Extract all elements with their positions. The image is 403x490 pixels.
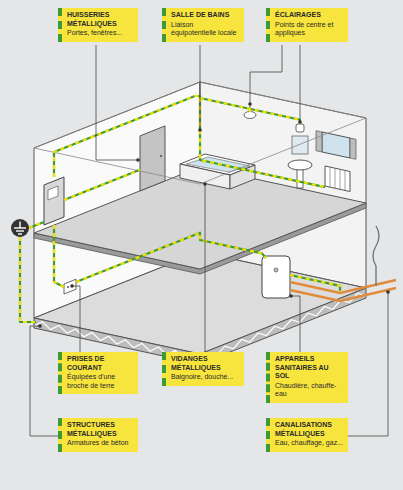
radiator bbox=[325, 166, 350, 192]
leader-line bbox=[250, 45, 282, 104]
leader-dot bbox=[298, 120, 302, 124]
callout-text: Points de centre et appliques bbox=[275, 21, 344, 38]
leader-dot bbox=[198, 128, 202, 132]
leader-dot bbox=[136, 158, 140, 162]
callout-title: ÉCLAIRAGES bbox=[275, 11, 344, 20]
callout-title: HUISSERIES MÉTALLIQUES bbox=[67, 11, 134, 28]
power-outlet bbox=[64, 279, 76, 294]
callout-title: VIDANGES MÉTALLIQUES bbox=[171, 355, 240, 372]
earth-symbol-bar bbox=[14, 227, 26, 228]
callout-title: PRISES DE COURANT bbox=[67, 355, 134, 372]
wall-light bbox=[296, 124, 304, 132]
leader-dots bbox=[38, 102, 390, 328]
ceiling-lamp bbox=[244, 112, 256, 119]
callout-box: SALLE DE BAINSLiaison équipotentielle lo… bbox=[162, 8, 244, 42]
earth-symbol-bar bbox=[16, 230, 24, 231]
leader-dot bbox=[203, 182, 207, 186]
leader-dot bbox=[248, 102, 252, 106]
leader-dot bbox=[38, 324, 42, 328]
leader-line bbox=[205, 184, 206, 356]
earth-symbol-bar bbox=[18, 233, 22, 234]
leader-dot bbox=[289, 294, 293, 298]
callout-box: CANALISATIONS MÉTALLIQUESEau, chauffage,… bbox=[266, 418, 348, 452]
leader-dot bbox=[70, 284, 74, 288]
callout-box: VIDANGES MÉTALLIQUESBaignoire, douche... bbox=[162, 352, 244, 386]
outlet-pin bbox=[67, 286, 69, 288]
earth-wire bbox=[20, 96, 340, 322]
washbasin bbox=[288, 160, 312, 170]
callout-title: STRUCTURES MÉTALLIQUES bbox=[67, 421, 134, 438]
window bbox=[322, 132, 350, 158]
door-handle bbox=[160, 155, 162, 157]
radiator-fin bbox=[335, 168, 336, 188]
callout-title: SALLE DE BAINS bbox=[171, 11, 240, 20]
leader-line bbox=[200, 45, 201, 130]
leader-lines bbox=[30, 45, 388, 436]
callout-box: PRISES DE COURANTÉquipées d’une broche d… bbox=[58, 352, 138, 394]
earth-symbol-stem bbox=[19, 222, 20, 229]
window-shutter bbox=[350, 138, 356, 159]
callout-text: Baignoire, douche... bbox=[171, 373, 240, 382]
leader-dot bbox=[386, 290, 390, 294]
gas-pipe bbox=[373, 226, 379, 286]
callout-title: CANALISATIONS MÉTALLIQUES bbox=[275, 421, 344, 438]
window-shutter bbox=[316, 131, 322, 152]
callout-text: Équipées d’une broche de terre bbox=[67, 373, 134, 390]
leader-line bbox=[300, 45, 301, 122]
callout-title: APPAREILS SANITAIRES AU SOL bbox=[275, 355, 344, 381]
earth-symbol bbox=[11, 219, 29, 237]
callout-text: Eau, chauffage, gaz... bbox=[275, 439, 344, 448]
leader-line bbox=[291, 296, 300, 356]
callout-box: ÉCLAIRAGESPoints de centre et appliques bbox=[266, 8, 348, 42]
radiator-fin bbox=[340, 169, 341, 189]
callout-box: HUISSERIES MÉTALLIQUESPortes, fenêtres..… bbox=[58, 8, 138, 42]
callout-text: Liaison équipotentielle locale bbox=[171, 21, 240, 38]
callout-box: APPAREILS SANITAIRES AU SOLChaudière, ch… bbox=[266, 352, 348, 403]
leader-line bbox=[96, 45, 138, 160]
mirror bbox=[292, 136, 308, 154]
radiator-fin bbox=[345, 170, 346, 190]
electrical-panel bbox=[44, 177, 64, 225]
leader-line bbox=[344, 292, 388, 436]
bathtub-front bbox=[180, 164, 230, 189]
callout-text: Chaudière, chauffe-eau bbox=[275, 382, 344, 399]
water-heater bbox=[262, 256, 290, 298]
copper-pipe bbox=[290, 288, 396, 301]
callout-text: Armatures de béton bbox=[67, 439, 134, 448]
callout-box: STRUCTURES MÉTALLIQUESArmatures de béton bbox=[58, 418, 138, 452]
radiator-fin bbox=[330, 167, 331, 187]
leader-line bbox=[72, 286, 80, 356]
door bbox=[140, 126, 165, 191]
electric-meter bbox=[48, 186, 58, 200]
heater-dial bbox=[274, 268, 278, 272]
callout-text: Portes, fenêtres... bbox=[67, 29, 134, 38]
earth-wire-stripe bbox=[20, 96, 340, 322]
